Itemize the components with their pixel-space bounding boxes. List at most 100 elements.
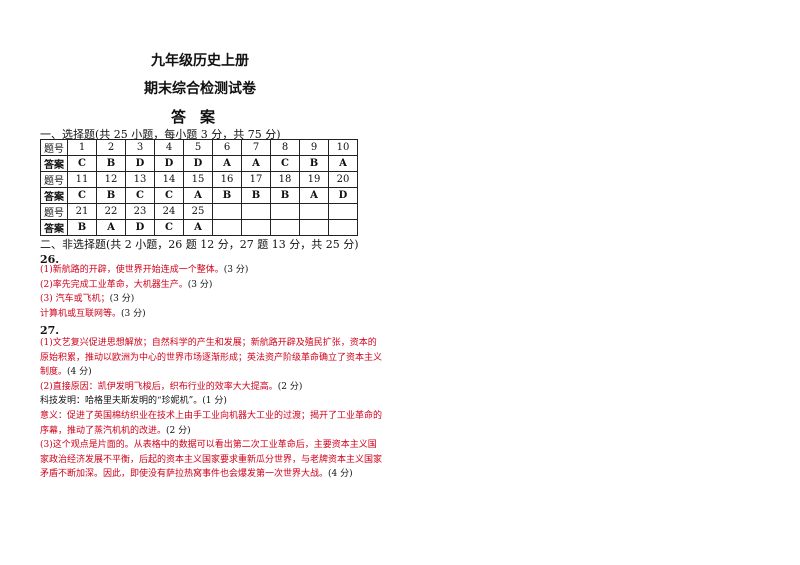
- table-cell: 23: [125, 203, 155, 220]
- table-cell: [212, 219, 242, 236]
- answer-text: 意义：促进了英国棉纺织业在技术上由手工业向机器大工业的过渡；揭开了工业革命的: [40, 411, 383, 421]
- table-cell: C: [67, 187, 97, 204]
- table-cell: 22: [96, 203, 126, 220]
- answer-text: 制度。: [40, 367, 68, 378]
- answer-points: (3 分): [223, 265, 249, 275]
- answer-text: (1)新航路的开辟，使世界开始连成一个整体。: [40, 265, 224, 275]
- section2-heading: 二、非选择题(共 2 小题，26 题 12 分，27 题 13 分，共 25 分…: [40, 238, 359, 251]
- title-answer: 答案: [170, 108, 229, 126]
- answer-text: 计算机或互联网等。: [40, 308, 122, 319]
- table-cell: A: [241, 155, 271, 172]
- answer-text: 序幕，推动了蒸汽机机的改进。: [40, 425, 167, 436]
- table-cell: [328, 203, 358, 220]
- answer-points: (4 分): [67, 367, 92, 378]
- section1-heading: 一、选择题(共 25 小题，每小题 3 分，共 75 分): [40, 128, 281, 141]
- table-cell: [241, 203, 271, 220]
- table-cell: 18: [270, 171, 300, 188]
- answer-line: (2)率先完成工业革命，大机器生产。(3 分): [40, 279, 212, 292]
- table-cell: 21: [67, 203, 97, 220]
- answer-line: 原始积累，推动以欧洲为中心的世界市场逐渐形成；英法资产阶级革命确立了资本主义: [40, 352, 382, 365]
- table-cell: 3: [125, 139, 155, 156]
- answer-points: (2 分): [277, 381, 303, 392]
- answer-text: (2)直接原因：凯伊发明飞梭后，织布行业的效率大大提高。: [40, 381, 278, 392]
- table-cell: 10: [328, 139, 358, 156]
- table-cell: B: [299, 155, 329, 172]
- answer-line: 家政治经济发展不平衡，后起的资本主义国家要求重新瓜分世界，与老牌资本主义国家: [40, 454, 382, 467]
- row-label: 题号: [40, 171, 68, 188]
- answer-text: 家政治经济发展不平衡，后起的资本主义国家要求重新瓜分世界，与老牌资本主义国家: [40, 454, 383, 465]
- row-label: 答案: [40, 187, 68, 204]
- table-cell: C: [125, 187, 155, 204]
- table-cell: 19: [299, 171, 329, 188]
- row-label: 答案: [40, 219, 68, 236]
- table-cell: C: [154, 219, 184, 236]
- table-cell: C: [154, 187, 184, 204]
- question-26-number: 26.: [40, 253, 60, 266]
- answer-points: (4 分): [328, 469, 353, 480]
- table-cell: B: [212, 187, 242, 204]
- row-label: 题号: [40, 139, 68, 156]
- answer-text: (2)率先完成工业革命，大机器生产。: [40, 279, 188, 290]
- answer-line: 序幕，推动了蒸汽机机的改进。(2 分): [40, 425, 191, 438]
- table-cell: [299, 219, 329, 236]
- answer-line: 科技发明：哈格里夫斯发明的“珍妮机”。(1 分): [40, 395, 227, 408]
- table-cell: [270, 203, 300, 220]
- table-cell: B: [241, 187, 271, 204]
- answer-text: 原始积累，推动以欧洲为中心的世界市场逐渐形成；英法资产阶级革命确立了资本主义: [40, 352, 383, 363]
- table-cell: 1: [67, 139, 97, 156]
- table-cell: C: [67, 155, 97, 172]
- table-cell: D: [154, 155, 184, 172]
- table-cell: 16: [212, 171, 242, 188]
- table-cell: 7: [241, 139, 271, 156]
- answer-points: (2 分): [166, 425, 191, 436]
- table-cell: A: [183, 187, 213, 204]
- table-cell: 17: [241, 171, 271, 188]
- table-cell: 12: [96, 171, 126, 188]
- table-cell: B: [270, 187, 300, 204]
- title-exam: 期末综合检测试卷: [144, 81, 256, 97]
- table-cell: 20: [328, 171, 358, 188]
- table-cell: [299, 203, 329, 220]
- table-cell: 11: [67, 171, 97, 188]
- table-cell: 24: [154, 203, 184, 220]
- table-cell: D: [125, 155, 155, 172]
- answer-points: (3 分): [187, 279, 213, 290]
- answer-text: (3) 汽车或飞机；: [40, 294, 110, 305]
- table-cell: 8: [270, 139, 300, 156]
- table-cell: 6: [212, 139, 242, 156]
- table-cell: A: [212, 155, 242, 172]
- answer-line: 制度。(4 分): [40, 366, 92, 379]
- table-cell: [328, 219, 358, 236]
- table-cell: 14: [154, 171, 184, 188]
- table-cell: [212, 203, 242, 220]
- table-cell: A: [299, 187, 329, 204]
- table-cell: D: [125, 219, 155, 236]
- answer-line: 矛盾不断加深。因此，即使没有萨拉热窝事件也会爆发第一次世界大战。(4 分): [40, 468, 353, 481]
- table-cell: [241, 219, 271, 236]
- answer-line: 意义：促进了英国棉纺织业在技术上由手工业向机器大工业的过渡；揭开了工业革命的: [40, 410, 382, 423]
- answer-text: 科技发明：哈格里夫斯发明的“珍妮机”。: [40, 396, 203, 407]
- table-cell: B: [96, 155, 126, 172]
- answer-text: 矛盾不断加深。因此，即使没有萨拉热窝事件也会爆发第一次世界大战。: [40, 469, 329, 480]
- table-cell: 2: [96, 139, 126, 156]
- answer-points: (3 分): [121, 308, 146, 319]
- title-grade: 九年级历史上册: [151, 53, 249, 69]
- table-cell: 25: [183, 203, 213, 220]
- table-cell: 15: [183, 171, 213, 188]
- answer-points: (1 分): [202, 396, 227, 407]
- table-cell: B: [96, 187, 126, 204]
- answer-line: (1)文艺复兴促进思想解放；自然科学的产生和发展；新航路开辟及殖民扩张，资本的: [40, 337, 377, 350]
- table-cell: A: [96, 219, 126, 236]
- table-cell: B: [67, 219, 97, 236]
- answer-line: (3) 汽车或飞机；(3 分): [40, 293, 134, 306]
- answer-line: (3)这个观点是片面的。从表格中的数据可以看出第二次工业革命后，主要资本主义国: [40, 439, 377, 452]
- answer-line: 计算机或互联网等。(3 分): [40, 308, 146, 321]
- table-cell: [270, 219, 300, 236]
- table-cell: D: [183, 155, 213, 172]
